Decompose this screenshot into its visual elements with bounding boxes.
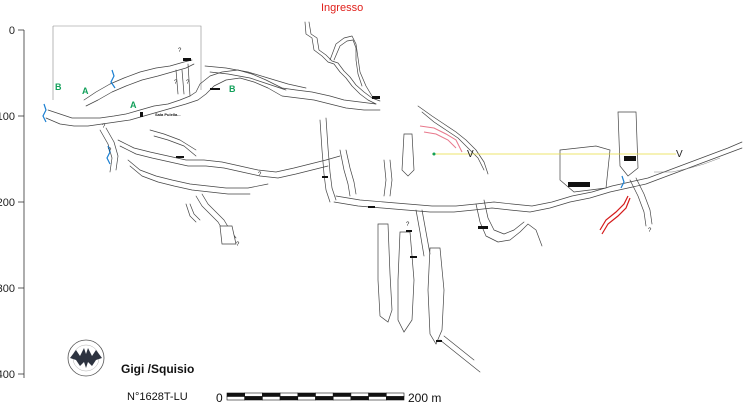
water-stream-1 xyxy=(110,69,116,89)
scale-segment xyxy=(385,396,405,401)
scale-segment xyxy=(226,392,246,397)
scale-segment xyxy=(279,392,299,397)
bat-icon xyxy=(70,348,102,368)
lead-question-mark: ? xyxy=(108,148,112,154)
depth-tick-label: 200 xyxy=(0,197,15,209)
survey-fill-marks xyxy=(140,58,636,342)
water-stream-4 xyxy=(620,175,625,189)
section-marker-b-east: B xyxy=(229,84,236,94)
scale-segment xyxy=(297,396,316,401)
hall-label: Sala Pulella... xyxy=(155,112,181,117)
section-marker-v-west: V xyxy=(467,149,474,160)
scale-end-label: 200 m xyxy=(408,391,441,405)
lead-question-mark: ? xyxy=(236,242,240,248)
water-stream-3 xyxy=(106,145,111,165)
lead-question-mark: ? xyxy=(102,124,106,130)
green-marker xyxy=(432,152,436,156)
lead-question-mark: ? xyxy=(648,228,652,234)
scale-bar: 0 200 m xyxy=(216,391,441,405)
scale-segment xyxy=(368,392,387,397)
lead-question-mark: ? xyxy=(178,48,182,54)
inset-frame xyxy=(52,25,202,100)
depth-tick-label: 400 xyxy=(0,369,15,381)
entrance-label: Ingresso xyxy=(321,2,363,14)
section-marker-a-west: A xyxy=(82,86,89,96)
scale-segment xyxy=(315,396,334,401)
scale-segment xyxy=(350,396,369,401)
scale-segment xyxy=(368,396,387,401)
scale-segment xyxy=(244,392,263,397)
lead-question-mark: ? xyxy=(258,172,262,178)
scale-segment xyxy=(332,392,352,397)
depth-tick-label: 100 xyxy=(0,111,15,123)
scale-segment xyxy=(332,396,352,401)
lead-question-mark: ? xyxy=(406,222,410,228)
club-logo xyxy=(67,339,105,377)
section-marker-a-east: A xyxy=(130,100,137,110)
scale-segment xyxy=(244,396,263,401)
scale-segment xyxy=(262,396,281,401)
scale-segment xyxy=(262,392,281,397)
scale-segment xyxy=(385,392,405,397)
scale-segment xyxy=(297,392,316,397)
section-markers: B A A B V V xyxy=(55,82,683,160)
scale-segment xyxy=(226,396,246,401)
depth-ticks: 0 100 200 300 400 xyxy=(0,25,24,381)
cave-passages xyxy=(45,21,743,373)
cave-title: Gigi /Squisio xyxy=(121,362,194,376)
depth-tick-label: 0 xyxy=(9,25,15,37)
colored-features xyxy=(42,69,676,235)
scale-segment xyxy=(315,392,334,397)
lead-question-mark: ? xyxy=(186,80,190,86)
depth-tick-label: 300 xyxy=(0,283,15,295)
unexplored-leads: ? ? ? ? ? ? ? ? ? xyxy=(102,48,652,248)
scale-segment xyxy=(279,396,299,401)
section-marker-b-west: B xyxy=(55,82,62,92)
section-marker-v-east: V xyxy=(676,149,683,160)
depth-axis: 0 100 200 300 400 xyxy=(0,25,25,381)
pink-passage xyxy=(419,125,463,153)
scale-segment xyxy=(350,392,369,397)
cave-number: N°1628T-LU xyxy=(127,391,188,403)
lead-question-mark: ? xyxy=(174,80,178,86)
water-stream-2 xyxy=(42,103,47,123)
scale-start-label: 0 xyxy=(216,391,223,405)
scale-segments xyxy=(226,392,405,401)
red-passage xyxy=(599,195,631,235)
